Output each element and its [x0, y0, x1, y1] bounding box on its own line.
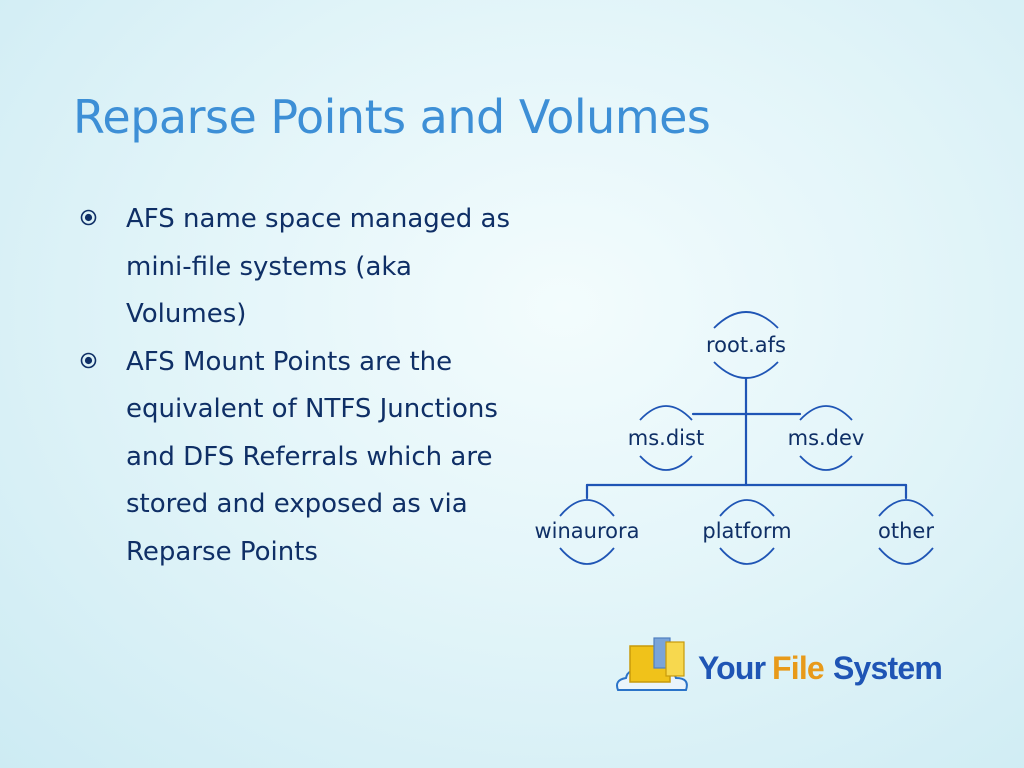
winaurora-top-arc [559, 499, 615, 517]
logo-word-file: File [772, 650, 824, 686]
node-msdev-label: ms.dev [788, 426, 865, 450]
node-other-label: other [878, 519, 934, 543]
other-top-arc [878, 499, 934, 517]
platform-top-arc [719, 499, 775, 517]
msdev-top-arc [799, 405, 853, 421]
node-arcs [559, 311, 934, 565]
node-winaurora-label: winaurora [534, 519, 639, 543]
bullet-text: AFS name space managed as mini-file syst… [126, 204, 511, 329]
node-root-label: root.afs [706, 333, 786, 357]
logo-word-your: Your [698, 650, 766, 686]
msdist-bottom-arc [639, 455, 693, 471]
bullet-list: AFS name space managed as mini-file syst… [80, 196, 520, 576]
winaurora-bottom-arc [559, 547, 615, 565]
radio-bullet-icon [80, 209, 97, 226]
msdist-top-arc [639, 405, 693, 421]
msdev-bottom-arc [799, 455, 853, 471]
folder-icon [629, 637, 685, 683]
platform-bottom-arc [719, 547, 775, 565]
bullet-item: AFS name space managed as mini-file syst… [80, 196, 520, 339]
logo-word-system: System [833, 650, 942, 686]
volume-tree-diagram: root.afs ms.dist ms.dev winaurora platfo… [534, 311, 934, 565]
node-platform-label: platform [702, 519, 791, 543]
other-bottom-arc [878, 547, 934, 565]
bullet-item: AFS Mount Points are the equivalent of N… [80, 339, 520, 577]
tree-connectors [585, 376, 908, 500]
root-bottom-arc [713, 361, 779, 379]
root-top-arc [713, 311, 779, 329]
bullet-text: AFS Mount Points are the equivalent of N… [126, 346, 498, 567]
node-msdist-label: ms.dist [628, 426, 704, 450]
yourfilesystem-logo: Your File System [616, 637, 943, 691]
radio-bullet-icon [80, 352, 97, 368]
slide-title: Reparse Points and Volumes [73, 90, 711, 144]
